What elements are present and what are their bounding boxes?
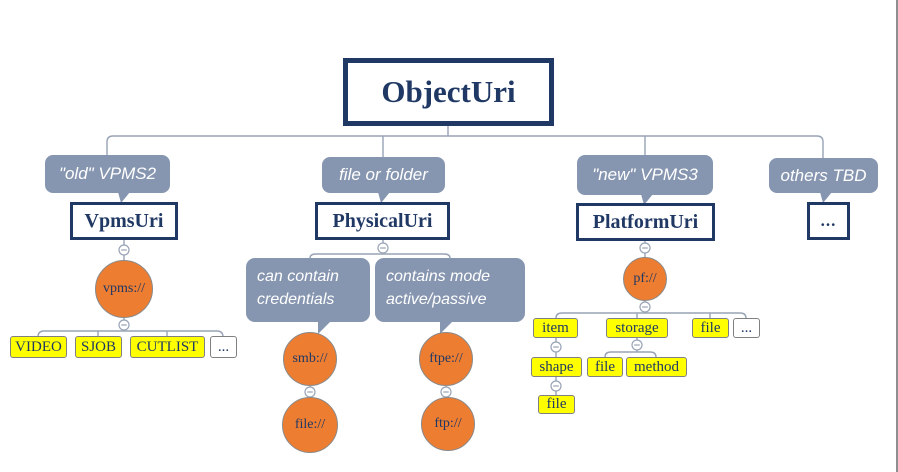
leaf-label: file: [546, 396, 567, 412]
bubble-tail: [641, 194, 653, 205]
scheme-label: file://: [294, 417, 326, 432]
leaf-label: ...: [217, 338, 230, 355]
collapse-toggle-icon[interactable]: [639, 242, 651, 254]
annotation-label: contains mode active/passive: [386, 268, 491, 309]
scheme-circle-smb: smb://: [283, 332, 337, 386]
connector: [309, 253, 451, 259]
connector: [604, 351, 657, 358]
scheme-label: pf://: [633, 271, 657, 286]
leaf-storage: storage: [606, 318, 668, 338]
note-bubble-file-or-folder: file or folder: [322, 157, 445, 203]
note-label: others TBD: [780, 165, 867, 185]
window-edge: [896, 0, 898, 472]
scheme-circle-file: file://: [282, 397, 338, 453]
leaf-file: file: [692, 318, 729, 338]
leaf-label: file: [595, 358, 615, 375]
leaf-label: shape: [539, 358, 574, 375]
collapse-toggle-icon[interactable]: [118, 319, 130, 331]
collapse-toggle-icon[interactable]: [550, 341, 562, 353]
note-label: "new" VPMS3: [592, 165, 698, 184]
note-label: file or folder: [339, 165, 428, 184]
bubble-tail: [378, 192, 390, 203]
node-label: PhysicalUri: [332, 209, 433, 232]
annotation-can-contain-credentials: can contain credentials: [246, 258, 370, 334]
note-label: "old" VPMS2: [58, 164, 157, 183]
connector: [37, 330, 224, 338]
leaf-label: file: [700, 319, 721, 336]
scheme-circle-vpms: vpms://: [95, 260, 153, 318]
leaf-label: ...: [740, 319, 753, 336]
bubble-tail: [118, 192, 130, 203]
scheme-circle-ftp: ftp://: [421, 397, 475, 451]
collapse-toggle-icon[interactable]: [304, 386, 316, 398]
leaf-label: storage: [615, 319, 659, 336]
scheme-label: ftpe://: [429, 351, 463, 366]
node-label: VpmsUri: [84, 209, 164, 232]
node-label: PlatformUri: [592, 210, 699, 233]
leaf-cutlist: CUTLIST: [130, 336, 205, 358]
collapse-toggle-icon[interactable]: [377, 242, 389, 254]
scheme-label: ftp://: [434, 416, 462, 431]
annotation-tail: [318, 321, 331, 334]
node-vpmsuri: VpmsUri: [70, 202, 178, 240]
annotation-label: can contain credentials: [257, 268, 339, 309]
scheme-circle-ftpe: ftpe://: [419, 332, 473, 386]
leaf-more: ...: [210, 336, 237, 358]
root-node-objecturi: ObjectUri: [343, 58, 554, 126]
leaf-label: VIDEO: [15, 338, 62, 355]
collapse-toggle-icon[interactable]: [118, 244, 130, 256]
leaf-more: ...: [733, 318, 760, 338]
leaf-label: item: [542, 319, 569, 336]
leaf-shape-file: file: [538, 395, 575, 414]
leaf-item: item: [533, 318, 578, 338]
connector: [106, 135, 824, 158]
leaf-sjob: SJOB: [75, 336, 122, 358]
scheme-label: smb://: [292, 351, 328, 366]
note-bubble-others-tbd: others TBD: [769, 158, 878, 203]
annotation-contains-mode: contains mode active/passive: [375, 258, 525, 334]
leaf-storage-file: file: [587, 357, 623, 377]
annotation-tail: [440, 321, 453, 334]
scheme-label: vpms://: [102, 281, 145, 296]
leaf-method: method: [626, 357, 687, 377]
node-label: ...: [820, 211, 837, 230]
node-platformuri: PlatformUri: [576, 203, 715, 241]
collapse-toggle-icon[interactable]: [639, 301, 651, 313]
collapse-toggle-icon[interactable]: [550, 380, 562, 392]
leaf-label: method: [634, 358, 679, 375]
note-bubble-old-vpms2: "old" VPMS2: [45, 155, 170, 203]
scheme-circle-pf: pf://: [623, 257, 667, 301]
bubble-tail: [820, 192, 832, 203]
connector: [555, 312, 747, 319]
leaf-video: VIDEO: [10, 336, 67, 358]
leaf-label: CUTLIST: [136, 338, 199, 355]
leaf-label: SJOB: [80, 338, 117, 355]
collapse-toggle-icon[interactable]: [631, 339, 643, 351]
leaf-shape: shape: [531, 357, 582, 377]
node-physicaluri: PhysicalUri: [315, 202, 450, 240]
root-label: ObjectUri: [381, 74, 516, 109]
collapse-toggle-icon[interactable]: [440, 386, 452, 398]
note-bubble-new-vpms3: "new" VPMS3: [577, 155, 713, 205]
node-others-placeholder: ...: [807, 202, 850, 240]
